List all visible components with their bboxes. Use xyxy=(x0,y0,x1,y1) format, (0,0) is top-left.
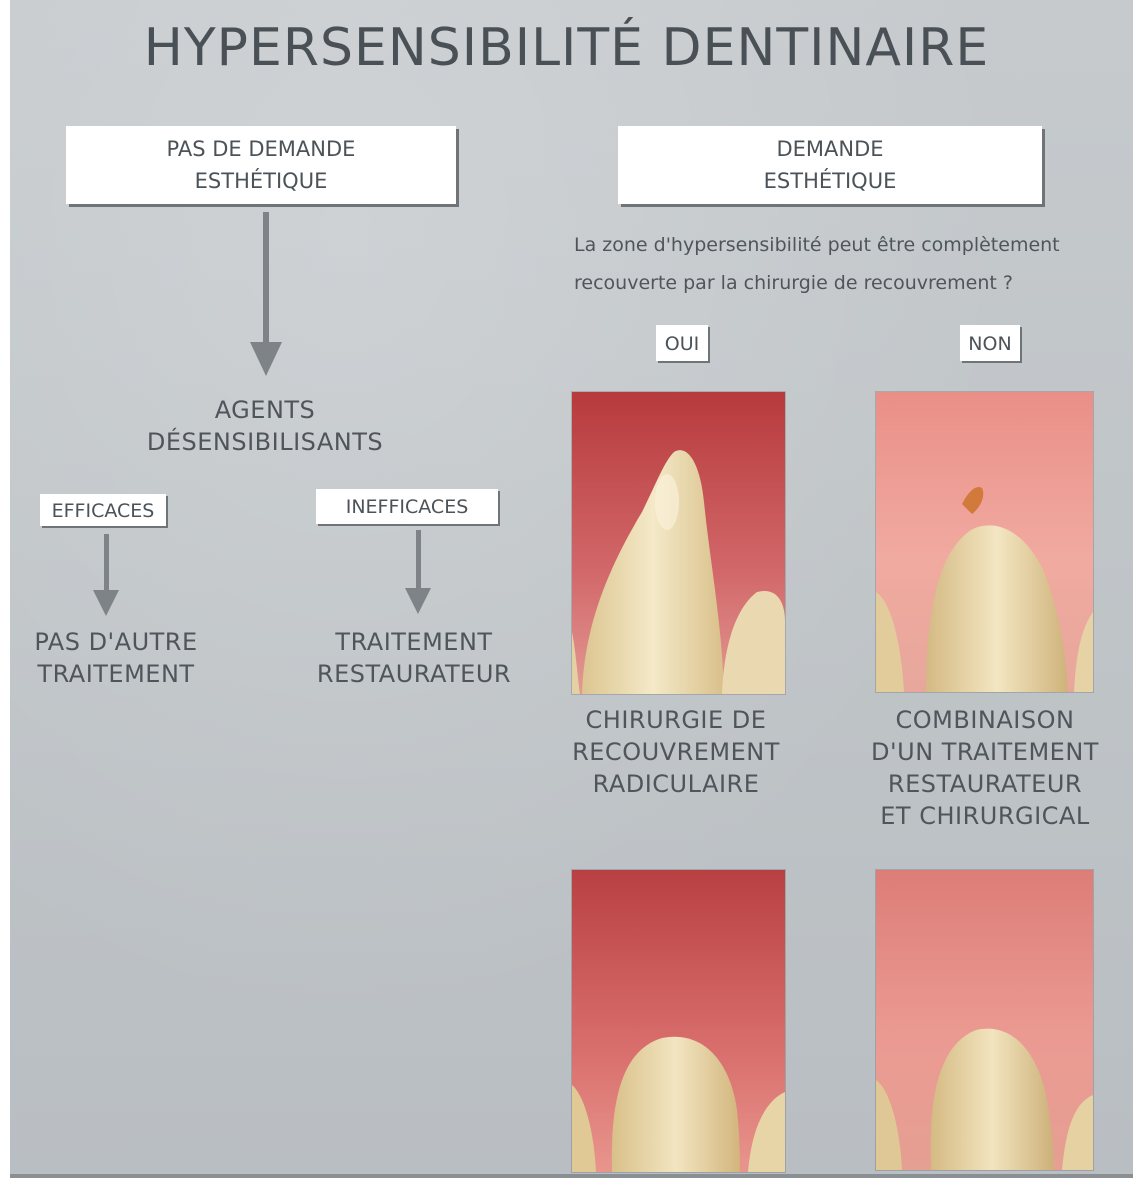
restorative-line2: RESTAURATEUR xyxy=(300,658,528,690)
photo-after-root-coverage xyxy=(572,870,785,1172)
aesthetic-demand-box: DEMANDE ESTHÉTIQUE xyxy=(618,126,1042,204)
efficaces-tag: EFFICACES xyxy=(40,494,166,526)
inefficaces-tag: INEFFICACES xyxy=(316,489,498,524)
desensitizing-agents-label: AGENTS DÉSENSIBILISANTS xyxy=(130,394,400,458)
no-other-line1: PAS D'AUTRE xyxy=(16,626,216,658)
non-result-line4: ET CHIRURGICAL xyxy=(850,800,1120,832)
aesthetic-line1: DEMANDE xyxy=(776,133,883,165)
arrow-main-head xyxy=(250,342,282,376)
arrow-efficaces-shaft xyxy=(104,534,109,592)
oui-result-line2: RECOUVREMENT xyxy=(556,736,796,768)
no-aesthetic-demand-box: PAS DE DEMANDE ESTHÉTIQUE xyxy=(66,126,456,204)
oui-tag: OUI xyxy=(656,325,708,361)
no-aesthetic-line1: PAS DE DEMANDE xyxy=(167,133,356,165)
aesthetic-line2: ESTHÉTIQUE xyxy=(764,165,897,197)
non-tag: NON xyxy=(960,325,1020,361)
page-title: HYPERSENSIBILITÉ DENTINAIRE xyxy=(0,22,1133,74)
photo-after-combined-treatment xyxy=(876,870,1093,1170)
no-other-line2: TRAITEMENT xyxy=(16,658,216,690)
non-result-line3: RESTAURATEUR xyxy=(850,768,1120,800)
restorative-treatment-label: TRAITEMENT RESTAURATEUR xyxy=(300,626,528,690)
no-other-treatment-label: PAS D'AUTRE TRAITEMENT xyxy=(16,626,216,690)
no-aesthetic-line2: ESTHÉTIQUE xyxy=(195,165,328,197)
restorative-line1: TRAITEMENT xyxy=(300,626,528,658)
arrow-main-shaft xyxy=(263,212,269,344)
combined-treatment-label: COMBINAISON D'UN TRAITEMENT RESTAURATEUR… xyxy=(850,704,1120,832)
question-line1: La zone d'hypersensibilité peut être com… xyxy=(574,226,1124,264)
photo-cervical-lesion-before xyxy=(876,392,1093,692)
question-line2: recouverte par la chirurgie de recouvrem… xyxy=(574,264,1124,302)
oui-result-line3: RADICULAIRE xyxy=(556,768,796,800)
coverage-question: La zone d'hypersensibilité peut être com… xyxy=(574,226,1124,302)
oui-result-line1: CHIRURGIE DE xyxy=(556,704,796,736)
agents-line2: DÉSENSIBILISANTS xyxy=(130,426,400,458)
arrow-inefficaces-shaft xyxy=(416,530,421,590)
non-result-line1: COMBINAISON xyxy=(850,704,1120,736)
arrow-inefficaces-head xyxy=(405,588,431,614)
photo-gum-recession-before-graft xyxy=(572,392,785,694)
non-result-line2: D'UN TRAITEMENT xyxy=(850,736,1120,768)
arrow-efficaces-head xyxy=(93,590,119,616)
root-coverage-surgery-label: CHIRURGIE DE RECOUVREMENT RADICULAIRE xyxy=(556,704,796,800)
agents-line1: AGENTS xyxy=(130,394,400,426)
